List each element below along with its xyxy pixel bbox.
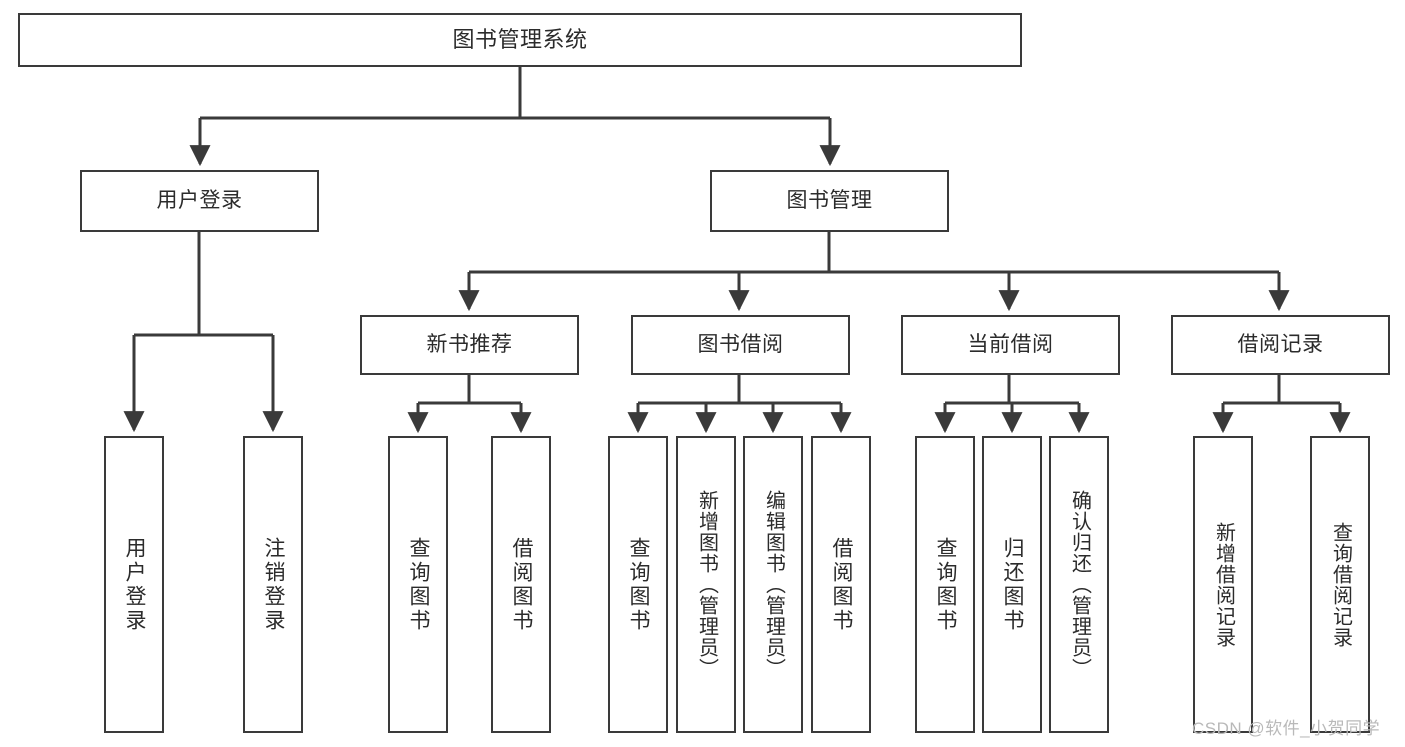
- node-label: 归还图书: [1001, 536, 1025, 633]
- node-book-borrow[interactable]: 图书借阅: [631, 315, 850, 375]
- node-label: 查询图书: [934, 536, 958, 633]
- node-user-login[interactable]: 用户登录: [80, 170, 319, 232]
- node-label: 新书推荐: [426, 332, 513, 356]
- node-leaf-borrow-book[interactable]: 借阅图书: [811, 436, 871, 733]
- node-label: 新增借阅记录: [1212, 521, 1235, 648]
- node-label: 图书借阅: [697, 332, 784, 356]
- node-label: 注销登录: [262, 536, 286, 633]
- node-label: 借阅图书: [830, 536, 854, 633]
- node-leaf-add-borrow-record[interactable]: 新增借阅记录: [1193, 436, 1253, 733]
- node-leaf-query-book-current[interactable]: 查询图书: [915, 436, 975, 733]
- node-label: 借阅图书: [510, 536, 534, 633]
- node-label: 用户登录: [156, 188, 243, 212]
- node-label: 图书管理: [786, 188, 873, 212]
- watermark-csdn: CSDN @软件_小贺同学: [1192, 719, 1381, 738]
- node-leaf-edit-book[interactable]: 编辑图书（管理员）: [743, 436, 803, 733]
- node-leaf-logout[interactable]: 注销登录: [243, 436, 303, 733]
- node-label: 用户登录: [123, 536, 147, 633]
- node-leaf-query-book-recommend[interactable]: 查询图书: [388, 436, 448, 733]
- node-borrow-record[interactable]: 借阅记录: [1171, 315, 1390, 375]
- node-label: 借阅记录: [1237, 332, 1324, 356]
- node-book-management[interactable]: 图书管理: [710, 170, 949, 232]
- node-new-book-recommend[interactable]: 新书推荐: [360, 315, 579, 375]
- node-leaf-add-book[interactable]: 新增图书（管理员）: [676, 436, 736, 733]
- node-label: 当前借阅: [967, 332, 1054, 356]
- node-leaf-query-book-borrow[interactable]: 查询图书: [608, 436, 668, 733]
- node-current-borrow[interactable]: 当前借阅: [901, 315, 1120, 375]
- node-label: 查询图书: [407, 536, 431, 633]
- node-label: 新增图书（管理员）: [695, 490, 718, 679]
- node-leaf-borrow-book-recommend[interactable]: 借阅图书: [491, 436, 551, 733]
- node-leaf-return-book[interactable]: 归还图书: [982, 436, 1042, 733]
- node-label: 图书管理系统: [452, 27, 588, 53]
- node-label: 编辑图书（管理员）: [762, 490, 785, 679]
- node-leaf-confirm-return[interactable]: 确认归还（管理员）: [1049, 436, 1109, 733]
- node-leaf-user-login[interactable]: 用户登录: [104, 436, 164, 733]
- node-label: 确认归还（管理员）: [1068, 490, 1091, 679]
- node-leaf-query-borrow-record[interactable]: 查询借阅记录: [1310, 436, 1370, 733]
- node-root-book-management-system[interactable]: 图书管理系统: [18, 13, 1022, 67]
- node-label: 查询借阅记录: [1329, 521, 1352, 648]
- node-label: 查询图书: [627, 536, 651, 633]
